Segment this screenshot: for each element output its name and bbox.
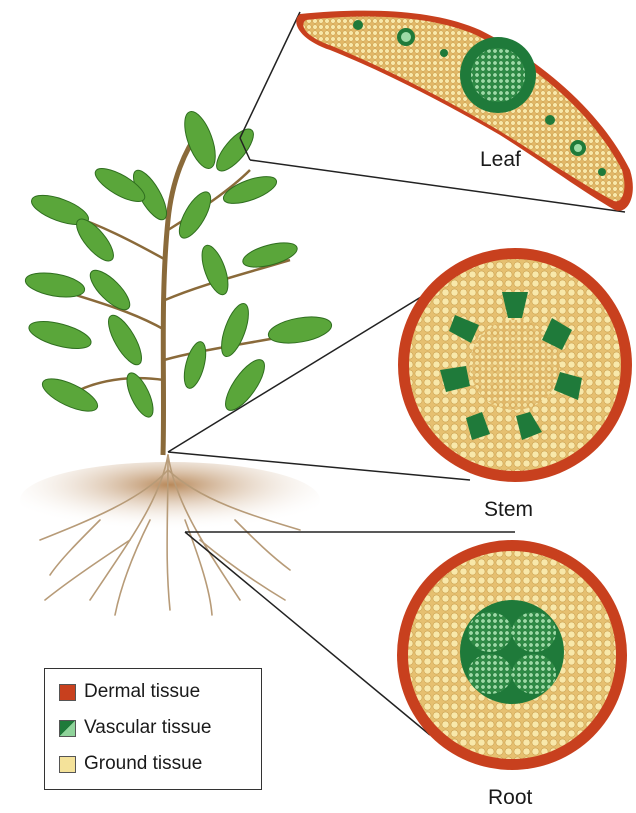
stem-label: Stem bbox=[484, 498, 533, 522]
legend-item-vascular: Vascular tissue bbox=[59, 715, 211, 741]
soil-patch bbox=[20, 462, 320, 538]
stem-cross-section bbox=[398, 248, 632, 482]
dermal-swatch bbox=[59, 684, 76, 701]
leaf-label: Leaf bbox=[480, 148, 521, 172]
legend-label: Dermal tissue bbox=[84, 681, 200, 703]
ground-swatch bbox=[59, 756, 76, 773]
legend-item-dermal: Dermal tissue bbox=[59, 679, 200, 705]
root-cross-section bbox=[397, 540, 627, 770]
root-label: Root bbox=[488, 786, 532, 810]
leaf-cross-section bbox=[296, 11, 633, 211]
legend-label: Ground tissue bbox=[84, 753, 202, 775]
legend-label: Vascular tissue bbox=[84, 717, 211, 739]
vascular-swatch bbox=[59, 720, 76, 737]
legend-item-ground: Ground tissue bbox=[59, 751, 202, 777]
plant-leaves bbox=[24, 108, 334, 421]
legend: Dermal tissue Vascular tissue Ground tis… bbox=[44, 668, 262, 790]
